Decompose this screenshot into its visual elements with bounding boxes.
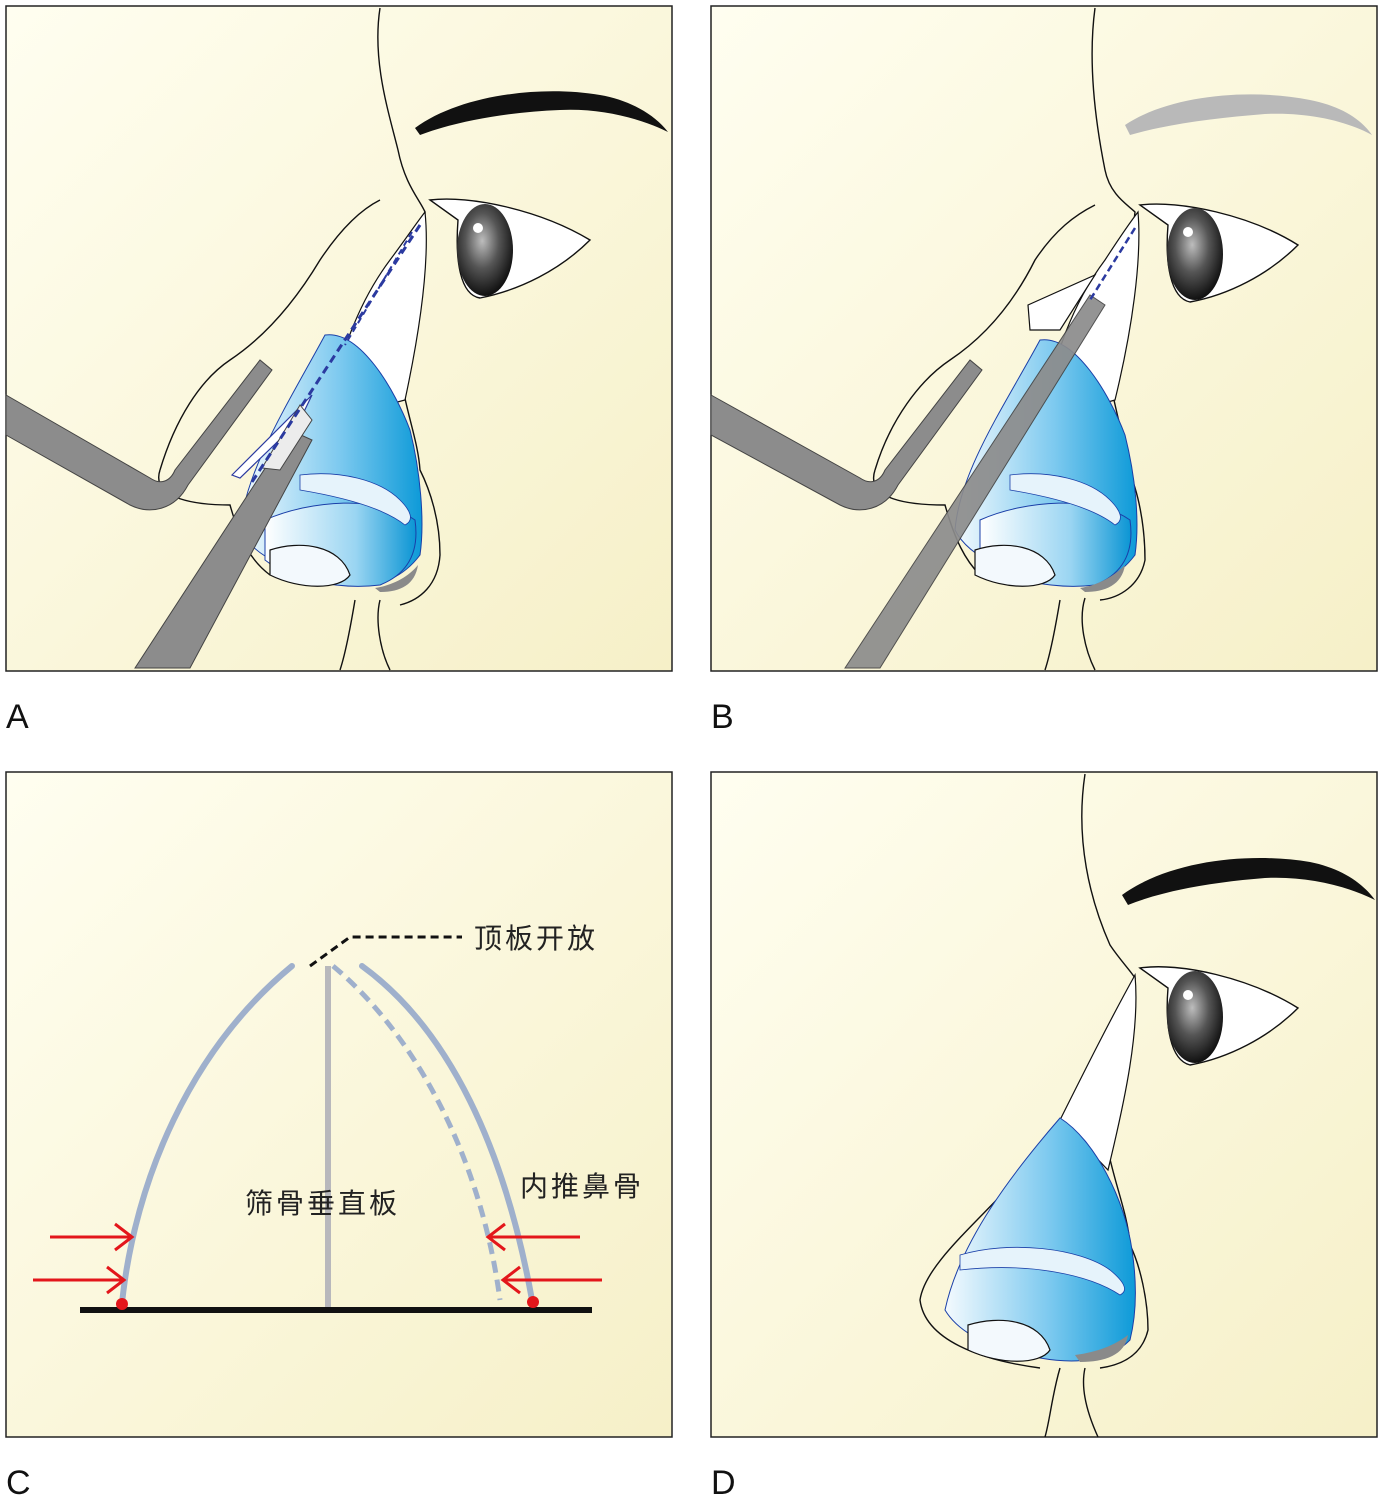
right-arrows bbox=[485, 1222, 602, 1295]
nasal-bone bbox=[1059, 973, 1137, 1172]
left-pivot-dot bbox=[116, 1298, 128, 1310]
nose-highlight bbox=[959, 1246, 1125, 1296]
osteotomy-line-2 bbox=[344, 231, 413, 346]
nose-highlight bbox=[1009, 473, 1121, 526]
skin-flap bbox=[159, 199, 381, 471]
right-nasal-bone-pushed bbox=[331, 964, 503, 1301]
alar-rim bbox=[974, 544, 1056, 587]
panel-letter-c: C bbox=[6, 1464, 31, 1500]
eyebrow bbox=[1122, 858, 1375, 905]
nose-highlight bbox=[299, 473, 411, 526]
nostril-shadow bbox=[1075, 1335, 1128, 1362]
eye-iris bbox=[457, 204, 513, 296]
eye-iris bbox=[1167, 208, 1223, 300]
left-nasal-bone bbox=[119, 963, 295, 1306]
osteotome-instrument bbox=[844, 294, 1106, 669]
eyebrow bbox=[1125, 94, 1372, 135]
nostril-shadow bbox=[375, 565, 418, 592]
lip-line-2 bbox=[1044, 1367, 1061, 1438]
lip-line-2 bbox=[339, 599, 356, 671]
label-perpendicular-plate: 筛骨垂直板 bbox=[245, 1187, 400, 1220]
lip-line bbox=[377, 599, 391, 671]
panel-b bbox=[710, 5, 1378, 672]
lip-line-2 bbox=[1044, 599, 1061, 671]
panel-c-frame bbox=[5, 771, 673, 1438]
eyebrow bbox=[415, 91, 668, 135]
bone-fragment bbox=[1027, 273, 1097, 331]
lip-line bbox=[1082, 1367, 1099, 1438]
arrowhead-left-upper bbox=[114, 1222, 135, 1252]
osteotomy-line bbox=[1088, 227, 1137, 301]
retractor-instrument bbox=[710, 359, 983, 511]
skin-flap bbox=[874, 204, 1096, 471]
panel-a bbox=[5, 5, 673, 672]
eye-highlight bbox=[1183, 990, 1193, 1000]
panel-c: 顶板开放 筛骨垂直板 内推鼻骨 bbox=[5, 771, 673, 1438]
panel-letter-b: B bbox=[711, 698, 734, 736]
eye-iris bbox=[1167, 971, 1223, 1063]
arrowhead-right-lower bbox=[500, 1265, 521, 1295]
alar-rim bbox=[269, 544, 351, 587]
panel-letter-d: D bbox=[711, 1464, 736, 1500]
nostril-shadow bbox=[1080, 565, 1125, 592]
left-arrows bbox=[33, 1222, 135, 1295]
panel-d bbox=[710, 771, 1378, 1438]
label-roof-open: 顶板开放 bbox=[474, 922, 598, 955]
alar-rim bbox=[967, 1319, 1051, 1362]
label-push-nasal-bone: 内推鼻骨 bbox=[520, 1170, 644, 1203]
panel-letter-a: A bbox=[6, 698, 29, 736]
right-pivot-dot bbox=[527, 1296, 539, 1308]
osteotome-instrument bbox=[134, 429, 313, 669]
arrowhead-right-upper bbox=[485, 1222, 506, 1252]
arrowhead-left-lower bbox=[106, 1265, 127, 1295]
nose-cartilage bbox=[944, 1117, 1136, 1362]
eye-highlight bbox=[473, 223, 483, 233]
roof-leader-line bbox=[309, 935, 462, 968]
eye-highlight bbox=[1183, 227, 1193, 237]
right-nasal-bone bbox=[359, 963, 535, 1303]
lip-line bbox=[1081, 597, 1096, 671]
retractor-instrument bbox=[5, 359, 273, 511]
